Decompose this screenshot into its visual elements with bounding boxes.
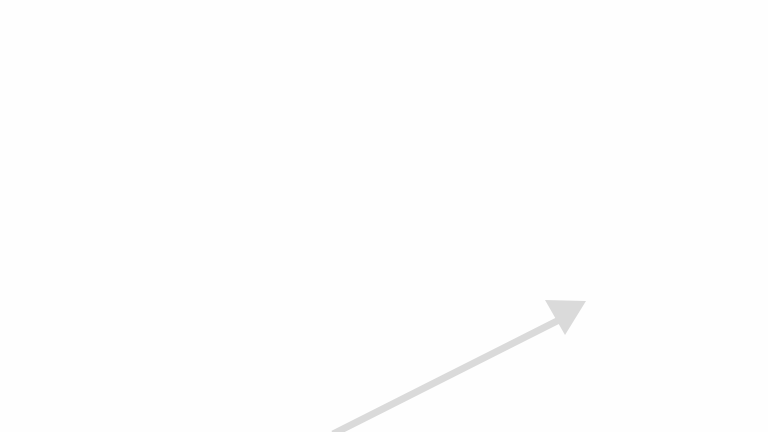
arrow-head [545, 300, 586, 335]
arrow-shaft [331, 314, 565, 432]
